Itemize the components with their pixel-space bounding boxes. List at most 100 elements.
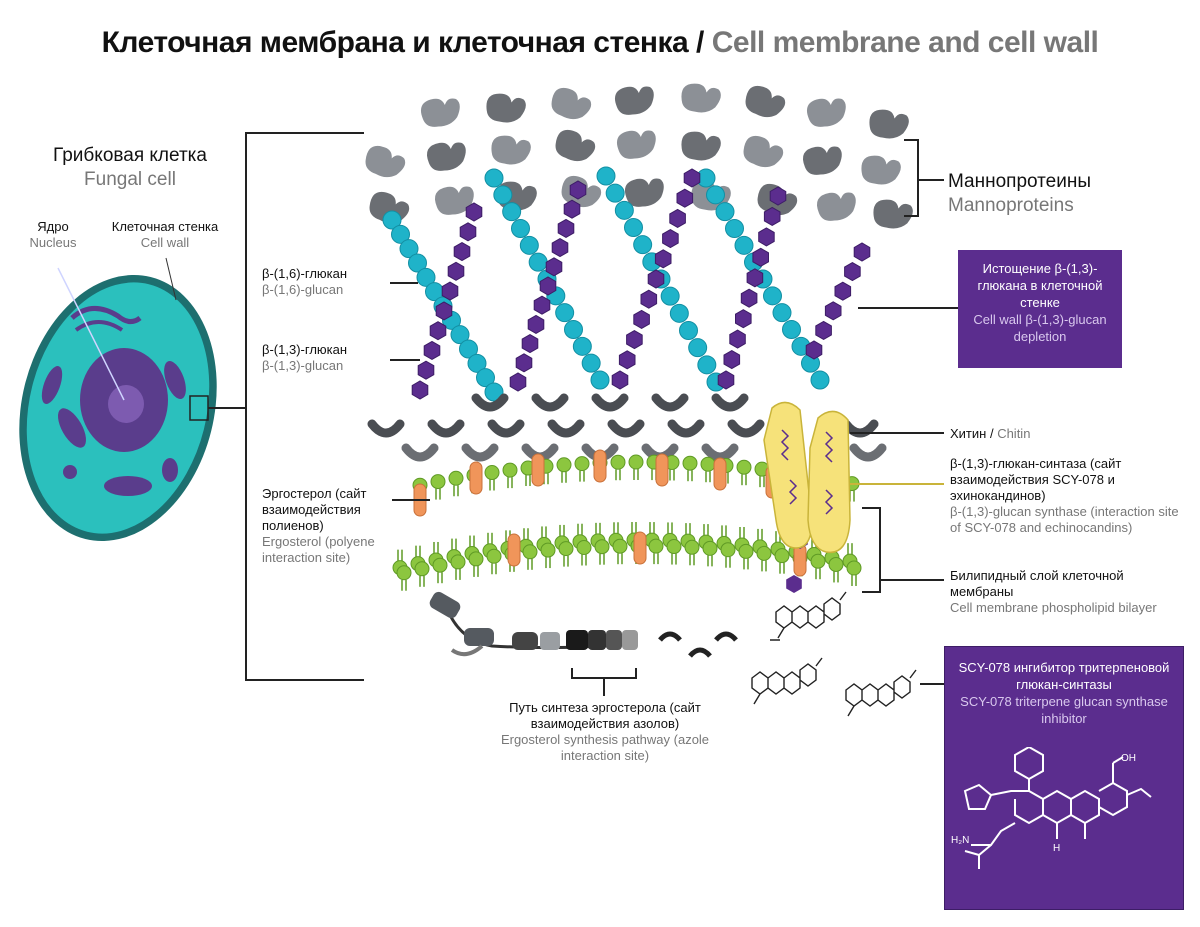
chitin-arc	[701, 443, 739, 462]
glucan16-bead	[596, 166, 616, 186]
lipid-head	[430, 474, 446, 490]
lipid-head	[486, 548, 502, 564]
glucan13-en: β-(1,3)-glucan	[262, 358, 344, 373]
depletion-ru: Истощение β-(1,3)-глюкана в клеточной ст…	[977, 261, 1103, 310]
lipid-head	[432, 557, 448, 573]
glucan16-bead	[484, 168, 504, 188]
glucan16-bead	[555, 303, 575, 323]
fungal-cell-en: Fungal cell	[84, 169, 176, 190]
lipid-head	[396, 565, 412, 581]
ergosterol-molecule	[633, 531, 647, 565]
lipid-head	[610, 454, 626, 470]
glucan13-bead	[815, 320, 832, 340]
glucan13-bead	[769, 186, 787, 206]
glucan16-bead	[564, 320, 583, 339]
glucan16-bead	[669, 303, 689, 323]
page-title: Клеточная мембрана и клеточная стенка / …	[0, 26, 1200, 60]
ergosterol-molecule	[593, 449, 607, 483]
chitin-arc	[841, 419, 879, 438]
mannoproteins-ru: Маннопротеины	[948, 171, 1091, 192]
glucan13-bead	[515, 353, 533, 373]
inhibitor-box: SCY-078 ингибитор тритерпеновой глюкан-с…	[944, 646, 1184, 910]
chitin-arc	[711, 393, 749, 412]
glucan13-bead	[557, 218, 575, 238]
glucan13-bead	[805, 340, 823, 360]
nucleus-en: Nucleus	[29, 235, 77, 250]
chitin-arc	[531, 393, 569, 412]
glucan13-bead	[423, 340, 441, 360]
mannoprotein	[365, 145, 406, 178]
mannoprotein	[873, 199, 913, 229]
lipid-head	[450, 554, 466, 570]
mannoprotein	[614, 86, 654, 115]
mannoprotein	[743, 135, 784, 168]
ergosterol-pathway-illustration	[429, 591, 738, 696]
glucan13-bead	[429, 321, 447, 341]
glucan13-bead	[441, 281, 459, 301]
glucan16-bead	[810, 370, 830, 390]
ergosterol-molecule	[507, 533, 521, 567]
glucan16-bead	[399, 239, 419, 259]
glucan16-bead	[697, 355, 717, 375]
mannoprotein	[745, 85, 786, 118]
synthase-label: β-(1,3)-глюкан-синтаза (сайт взаимодейст…	[950, 456, 1190, 536]
glucan13-bead	[618, 350, 636, 370]
fungal-cell-ru: Грибковая клетка	[53, 145, 207, 166]
glucan13-bead	[717, 370, 735, 390]
ergosterol-label: Эргостерол (сайт взаимодействия полиенов…	[262, 486, 388, 566]
glucan16-bead	[572, 336, 592, 356]
glucan13-bead	[411, 380, 429, 400]
ergosterol-molecule	[713, 457, 727, 491]
glucan13-bead	[509, 372, 527, 392]
glucan16-bead	[624, 218, 643, 237]
glucan13-bead	[654, 249, 672, 269]
glucan16-bead	[502, 202, 522, 222]
lipid-head	[648, 538, 664, 554]
lipid-head	[468, 551, 484, 567]
lipid-head	[666, 539, 682, 555]
glucan13-bead	[435, 301, 453, 321]
mannoprotein	[420, 98, 460, 127]
mannoprotein	[681, 83, 721, 113]
zoom-bracket	[245, 132, 364, 681]
mannoprotein	[624, 178, 664, 207]
glucan16-bead	[528, 252, 548, 272]
glucan16-bead	[734, 235, 754, 255]
glucan13-label: β-(1,3)-глюкан β-(1,3)-glucan	[262, 342, 347, 374]
glucan13-bead	[729, 329, 746, 349]
glucan16-bead	[688, 338, 708, 358]
mannoprotein	[806, 98, 846, 127]
nucleus-ru: Ядро	[37, 219, 69, 234]
glucan16-en: β-(1,6)-glucan	[262, 282, 344, 297]
lipid-head	[682, 455, 698, 471]
lipid-head	[448, 470, 464, 486]
glucan16-bead	[679, 321, 698, 340]
lipid-head	[594, 539, 610, 555]
chitin-arc	[591, 393, 629, 412]
synthase-ru: β-(1,3)-глюкан-синтаза (сайт взаимодейст…	[950, 456, 1122, 503]
glucan-synthase-illustration	[763, 401, 851, 554]
glucan13-bead	[723, 350, 741, 370]
lipid-head	[702, 540, 718, 556]
glucan16-bead	[725, 219, 744, 238]
glucan13-bead	[683, 168, 701, 188]
glucan16-bead	[511, 219, 530, 238]
glucan16-bead	[581, 353, 601, 373]
chitin-arc	[547, 419, 585, 438]
glucan13-bead	[521, 334, 539, 354]
glucan13-bead	[752, 247, 769, 267]
ergosterol-molecule	[531, 453, 545, 487]
glucan13-bead	[746, 268, 764, 288]
glucan13-bead	[735, 309, 752, 329]
chitin-arc	[401, 443, 439, 462]
h-label: H	[1053, 843, 1060, 854]
mannoprotein	[681, 131, 721, 161]
ergosterol-molecule	[469, 461, 483, 495]
scy078-structure-icon: OH H₂N H	[951, 747, 1152, 869]
mannoprotein	[616, 130, 656, 159]
glucan13-bead	[844, 262, 861, 282]
cell-wall-en: Cell wall	[140, 235, 190, 250]
lipid-head	[574, 456, 590, 472]
glucan13-bead	[447, 261, 465, 281]
glucan13-bead	[676, 188, 694, 208]
